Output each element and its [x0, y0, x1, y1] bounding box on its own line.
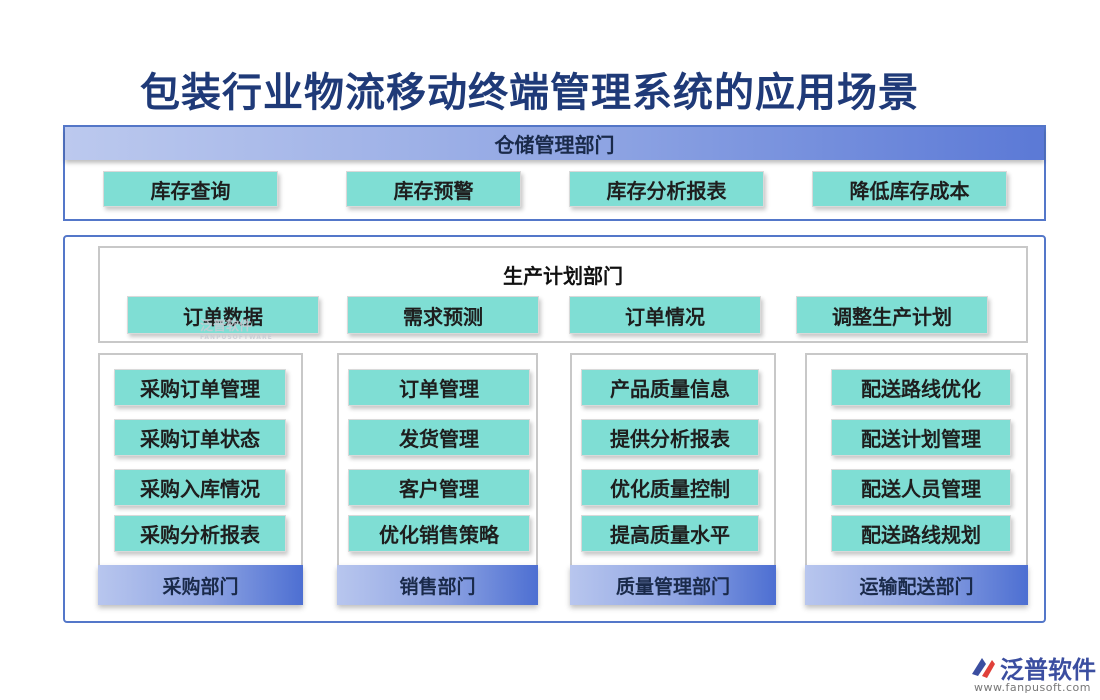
dept-item: 采购分析报表 — [114, 515, 286, 552]
production-header: 生产计划部门 — [503, 264, 623, 288]
dept-item: 配送人员管理 — [831, 469, 1011, 506]
dept-label: 采购部门 — [98, 565, 303, 605]
watermark-sub: FANPUSOFTWARE — [200, 334, 273, 341]
dept-item: 配送计划管理 — [831, 419, 1011, 456]
logo-text: 泛普软件 — [1000, 656, 1096, 684]
dept-sales: 订单管理 发货管理 客户管理 优化销售策略 销售部门 — [337, 353, 538, 605]
production-item: 订单情况 — [569, 296, 761, 334]
dept-item: 配送路线规划 — [831, 515, 1011, 552]
brand-logo: 泛普软件 www.fanpusoft.com — [968, 650, 1096, 695]
dept-item: 配送路线优化 — [831, 369, 1011, 406]
dept-transport: 配送路线优化 配送计划管理 配送人员管理 配送路线规划 运输配送部门 — [805, 353, 1028, 605]
dept-item: 提供分析报表 — [581, 419, 759, 456]
production-item: 需求预测 — [347, 296, 539, 334]
dept-item: 优化销售策略 — [348, 515, 530, 552]
dept-item: 采购订单状态 — [114, 419, 286, 456]
dept-item: 提高质量水平 — [581, 515, 759, 552]
dept-item: 采购入库情况 — [114, 469, 286, 506]
logo-url: www.fanpusoft.com — [974, 681, 1091, 694]
production-item: 调整生产计划 — [796, 296, 988, 334]
watermark-text: 泛普软件 — [200, 319, 253, 334]
watermark: 泛普软件 FANPUSOFTWARE — [200, 315, 273, 341]
dept-item: 客户管理 — [348, 469, 530, 506]
warehouse-item: 降低库存成本 — [812, 171, 1007, 207]
dept-item: 发货管理 — [348, 419, 530, 456]
page-title: 包装行业物流移动终端管理系统的应用场景 — [140, 70, 919, 116]
logo-icon — [972, 658, 995, 678]
dept-label: 运输配送部门 — [805, 565, 1028, 605]
warehouse-item: 库存分析报表 — [569, 171, 764, 207]
warehouse-item: 库存预警 — [346, 171, 521, 207]
warehouse-item: 库存查询 — [103, 171, 278, 207]
dept-quality: 产品质量信息 提供分析报表 优化质量控制 提高质量水平 质量管理部门 — [570, 353, 776, 605]
warehouse-header: 仓储管理部门 — [65, 127, 1044, 160]
dept-item: 产品质量信息 — [581, 369, 759, 406]
dept-item: 优化质量控制 — [581, 469, 759, 506]
dept-item: 订单管理 — [348, 369, 530, 406]
dept-item: 采购订单管理 — [114, 369, 286, 406]
dept-label: 质量管理部门 — [570, 565, 776, 605]
dept-label: 销售部门 — [337, 565, 538, 605]
dept-purchasing: 采购订单管理 采购订单状态 采购入库情况 采购分析报表 采购部门 — [98, 353, 303, 605]
production-item: 订单数据 — [127, 296, 319, 334]
